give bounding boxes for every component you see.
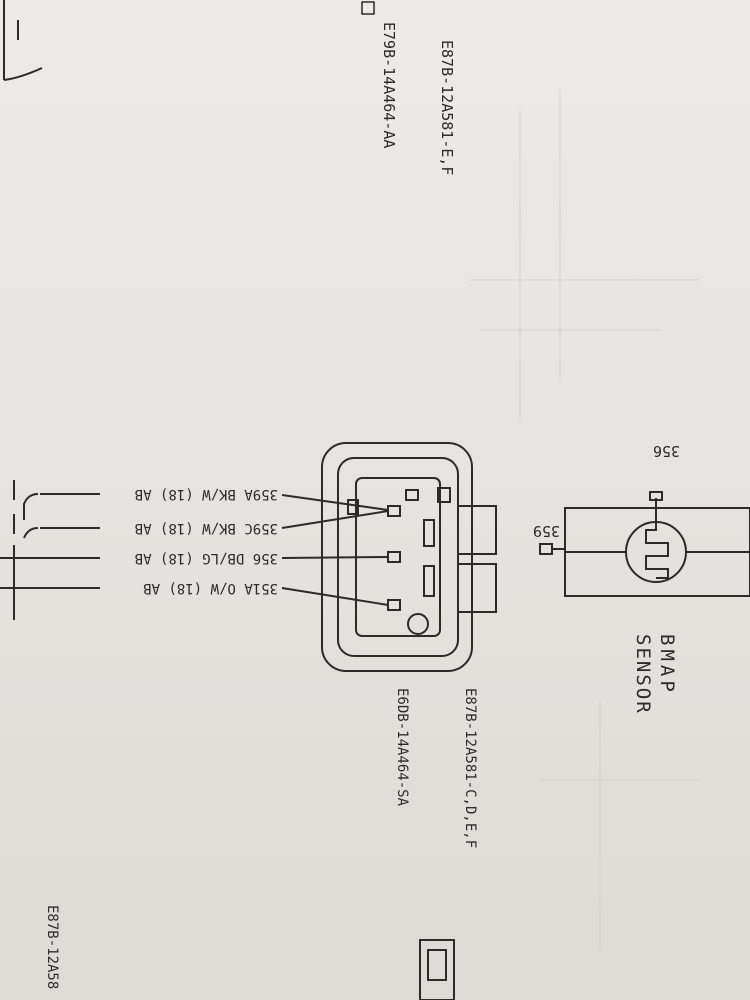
connector-part-number-1: E87B-12A581-C,D,E,F (462, 688, 478, 849)
wire-label: 359C BK/W (18) AB (134, 520, 278, 536)
bmap-sensor (539, 491, 750, 597)
pin-359-label: 359 (532, 522, 560, 540)
wires (0, 480, 389, 620)
bottom-right-box (419, 939, 455, 1000)
corner-lines (3, 0, 43, 81)
harness-part-number-1: E87B-12A581-E,F (438, 40, 456, 176)
wire-label: 359A BK/W (18) AB (134, 486, 278, 502)
bleed-through-lines (470, 90, 700, 950)
sensor-name-line2: SENSOR (632, 634, 654, 715)
wire-label: 356 DB/LG (18) AB (134, 550, 278, 566)
harness-part-number-2: E79B-14A464-AA (380, 22, 398, 149)
corner-box (361, 1, 375, 15)
sensor-name-line1: BMAP (656, 634, 678, 696)
bottom-part-number: E87B-12A58 (44, 905, 60, 990)
pin-356-label: 356 (652, 442, 680, 460)
connector-part-number-2: E6DB-14A464-SA (394, 688, 410, 807)
wire-label: 351A O/W (18) AB (143, 580, 278, 596)
